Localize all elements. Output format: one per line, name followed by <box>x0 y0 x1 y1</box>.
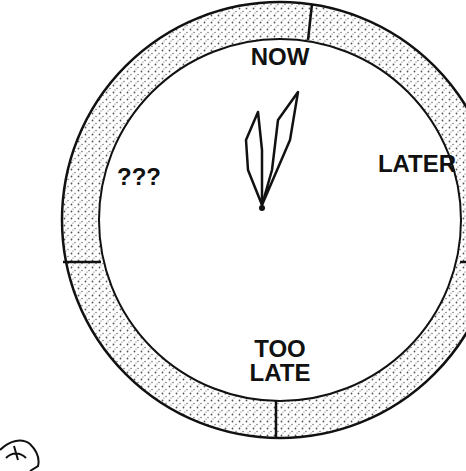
hand-pivot <box>259 205 265 211</box>
minute-hand <box>262 92 298 205</box>
time-label: TOO LATE <box>235 337 325 385</box>
hour-hand <box>246 112 262 205</box>
clock-face-node: NOW LATER TOO LATE??? <box>99 39 461 401</box>
clock-face <box>99 39 461 401</box>
divider <box>460 261 466 264</box>
time-label: ??? <box>109 165 169 189</box>
outer-ring <box>62 2 466 438</box>
divider <box>308 4 312 40</box>
divider <box>275 400 278 438</box>
pointing-hand <box>0 441 39 471</box>
time-label: NOW <box>220 45 340 69</box>
time-label: LATER <box>377 152 457 176</box>
divider <box>63 261 101 264</box>
